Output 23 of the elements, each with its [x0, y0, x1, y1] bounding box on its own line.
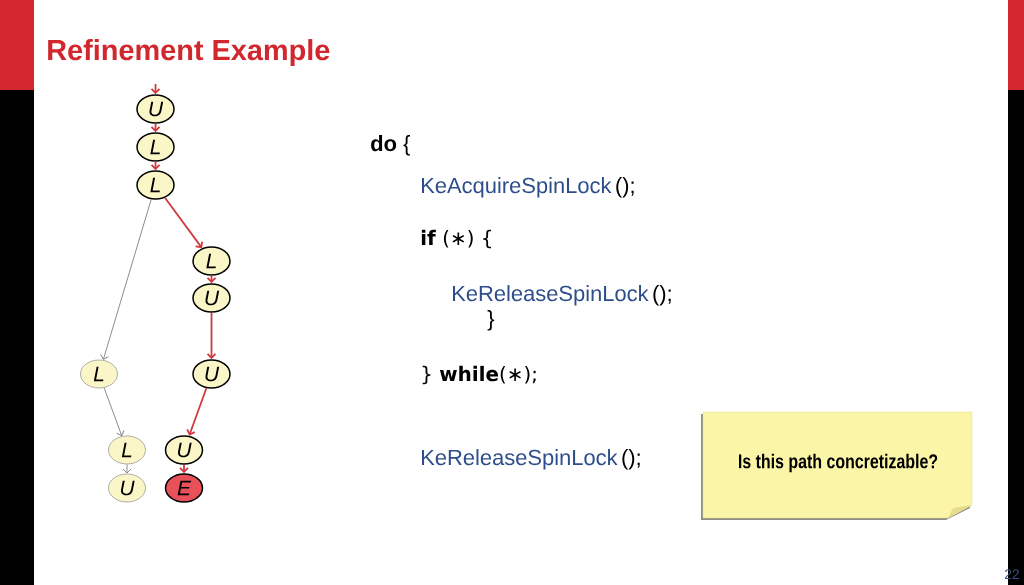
arrow: [100, 198, 152, 360]
arrow: [150, 122, 161, 133]
function-name: KeReleaseSpinLock: [453, 285, 649, 306]
arrow: [150, 83, 161, 95]
title: Refinement Example: [48, 39, 330, 66]
code-text: } while(∗);: [422, 365, 536, 385]
arrow: [164, 196, 204, 249]
arrow: [103, 387, 125, 437]
arrow: [179, 463, 189, 474]
arrow: [186, 387, 208, 436]
function-name: KeAcquireSpinLock: [422, 177, 612, 198]
code-text: ();: [653, 285, 671, 306]
code-text: ();: [616, 177, 634, 198]
function-name: KeReleaseSpinLock: [422, 449, 618, 470]
arrow: [150, 160, 161, 171]
arrow: [206, 311, 217, 360]
code-text: }: [487, 310, 495, 331]
code-text: if (∗) {: [421, 229, 491, 249]
code-text: do {: [371, 135, 410, 156]
arrow: [122, 463, 132, 474]
code-text: ();: [622, 449, 640, 470]
sticky-note: Is this path concretizable?: [701, 411, 973, 520]
arrow: [206, 274, 217, 284]
